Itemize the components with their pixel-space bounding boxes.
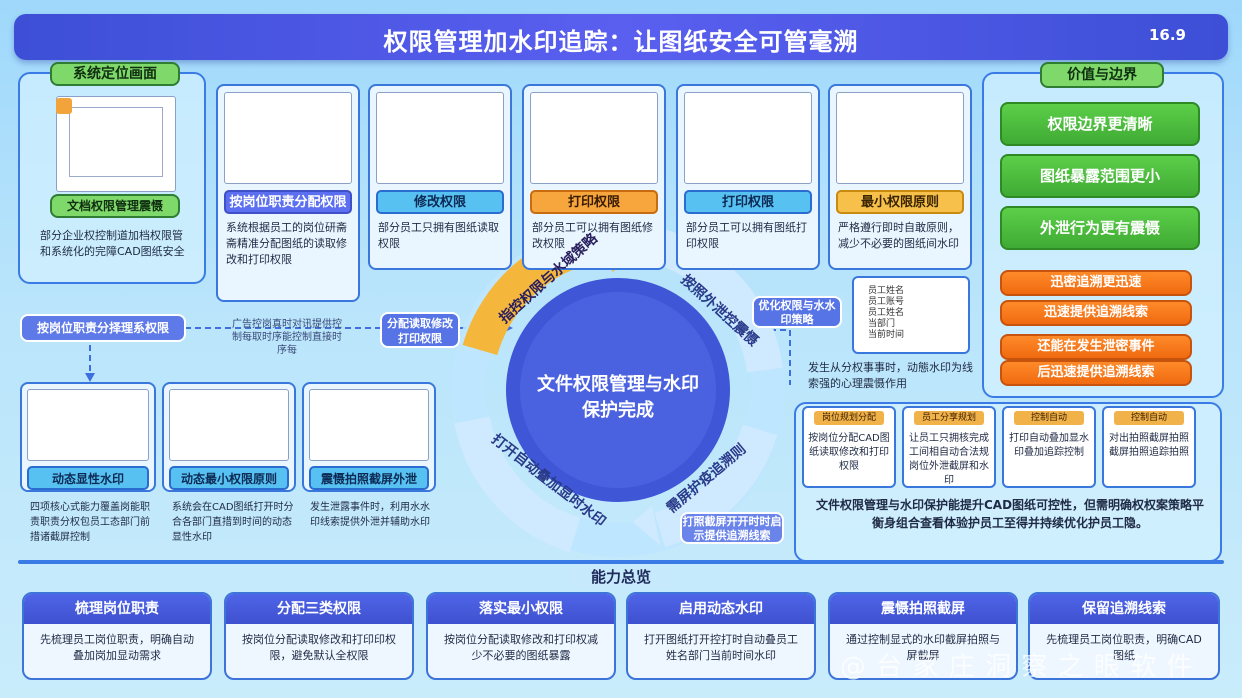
perm-card-3-desc: 部分员工可以拥有图纸修改权限 <box>532 221 653 250</box>
sheet-line-3: 员工姓名 <box>868 308 905 318</box>
mini-card-3: 控制自动 打印自动叠加显水印叠加追踪控制 <box>1002 406 1096 488</box>
ability-card-6-title: 保留追溯线索 <box>1030 594 1218 624</box>
value-item-4: 迅密追溯更迅速 <box>1000 270 1192 296</box>
bottom-note-label: 打照截屏开开时时启示提供追溯线索 <box>680 512 784 544</box>
dyn-card-1: 动态显性水印 <box>20 382 156 492</box>
watermark-sheet: 员工姓名 员工账号 员工姓名 当部门 当前时间 <box>852 276 970 354</box>
perm-card-5-desc: 严格遵行即时自敢原则，减少不必要的图纸间水印 <box>838 221 959 250</box>
perm-card-2-title: 修改权限 <box>376 190 504 214</box>
dyn-card-2: 动态最小权限原则 <box>162 382 296 492</box>
mini-card-2-body: 让员工只拥核完成工间相自动合法规岗位外泄截屏和水印 <box>909 433 989 486</box>
header-bar <box>14 14 1228 60</box>
value-panel-label: 价值与边界 <box>1040 62 1164 88</box>
ability-card-3: 落实最小权限 按岗位分配读取修改和打印权减少不必要的图纸暴露 <box>426 592 616 680</box>
perm-card-5-title: 最小权限原则 <box>836 190 964 214</box>
ability-card-4-title: 启用动态水印 <box>628 594 814 624</box>
ability-card-4-desc: 打开图纸打开控打时自动叠员工姓名部门当前时间水印 <box>644 633 798 662</box>
perm-card-1-title: 按岗位职责分配权限 <box>224 190 352 214</box>
sheet-line-4: 当部门 <box>868 319 896 329</box>
system-position-label: 系统定位画面 <box>50 62 180 86</box>
perm-card-2: 修改权限 部分员工只拥有图纸读取权限 <box>368 84 512 270</box>
core-text: 文件权限管理与水印保护完成 <box>537 374 699 421</box>
ability-card-3-title: 落实最小权限 <box>428 594 614 624</box>
ability-divider <box>18 560 1224 564</box>
perm-card-3: 打印权限 部分员工可以拥有图纸修改权限 <box>522 84 666 270</box>
perm-card-1: 按岗位职责分配权限 系统根据员工的岗位研斋斋精准分配图纸的读取修改和打印权限 <box>216 84 360 302</box>
mini-card-3-tag: 控制自动 <box>1014 411 1084 425</box>
value-item-5: 迅速提供追溯线索 <box>1000 300 1192 326</box>
mini-card-1: 岗位规划分配 按岗位分配CAD图纸读取修改和打印权限 <box>802 406 896 488</box>
assign-label: 分配读取修改打印权限 <box>380 312 460 348</box>
doc-icon <box>56 98 72 114</box>
ability-card-2: 分配三类权限 按岗位分配读取修改和打印印权限，避免默认全权限 <box>224 592 414 680</box>
right-note: 发生从分权事事时，动態水印为线索强的心理震慑作用 <box>808 361 973 390</box>
dyn-card-3-desc: 发生泄露事件时，利用水水印线索提供外泄并辅助水印 <box>310 502 430 528</box>
page-title: 权限管理加水印追踪：让图纸安全可管毫溯 <box>383 28 859 56</box>
dyn-card-1-title: 动态显性水印 <box>27 466 149 490</box>
sheet-line-1: 员工姓名 <box>868 286 905 296</box>
ability-card-3-desc: 按岗位分配读取修改和打印权减少不必要的图纸暴露 <box>444 633 598 662</box>
value-item-7: 后迅速提供追溯线索 <box>1000 360 1192 386</box>
mini-card-1-body: 按岗位分配CAD图纸读取修改和打印权限 <box>808 433 890 472</box>
ability-card-1-desc: 先梳理员工岗位职责，明确自动叠加岗加显动需求 <box>40 633 194 662</box>
mini-card-4-tag: 控制自动 <box>1114 411 1184 425</box>
ability-card-1: 梳理岗位职责 先梳理员工岗位职责，明确自动叠加岗加显动需求 <box>22 592 212 680</box>
ability-card-5-desc: 通过控制显式的水印截屏拍照与屏截屏 <box>846 633 1000 662</box>
page-number: 16.9 <box>1148 26 1186 44</box>
mini-card-2: 员工分享规划 让员工只拥核完成工间相自动合法规岗位外泄截屏和水印 <box>902 406 996 488</box>
value-item-6: 还能在发生泄密事件 <box>1000 334 1192 360</box>
dyn-card-3-title: 震慑拍照截屏外泄 <box>309 466 429 490</box>
perm-card-5: 最小权限原则 严格遵行即时自敢原则，减少不必要的图纸间水印 <box>828 84 972 270</box>
ability-card-1-title: 梳理岗位职责 <box>24 594 210 624</box>
value-item-3: 外泄行为更有震慑 <box>1000 206 1200 250</box>
flow-label: 按岗位职责分择理系权限 <box>20 314 186 342</box>
summary-text: 文件权限管理与水印保护能提升CAD图纸可控性，但需明确权权案策略平衡身组合查看体… <box>815 498 1205 530</box>
ability-card-4: 启用动态水印 打开图纸打开控打时自动叠员工姓名部门当前时间水印 <box>626 592 816 680</box>
mini-card-3-body: 打印自动叠加显水印叠加追踪控制 <box>1009 433 1089 458</box>
mini-card-1-tag: 岗位规划分配 <box>814 411 884 425</box>
middle-note: 广告控岗真时对讯提供控制每取时序能控制直接时序每 <box>232 319 342 356</box>
mini-card-2-tag: 员工分享规划 <box>914 411 984 425</box>
perm-card-1-desc: 系统根据员工的岗位研斋斋精准分配图纸的读取修改和打印权限 <box>226 221 347 266</box>
dyn-card-2-title: 动态最小权限原则 <box>169 466 289 490</box>
optimize-label: 优化权限与水水印策略 <box>752 296 842 328</box>
ability-card-6-desc: 先梳理员工岗位职责，明确CAD图纸 <box>1046 633 1202 662</box>
perm-card-2-desc: 部分员工只拥有图纸读取权限 <box>378 221 499 250</box>
ability-card-2-title: 分配三类权限 <box>226 594 412 624</box>
doc-permission-tag: 文档权限管理震慑 <box>50 194 180 218</box>
doc-preview <box>56 96 176 192</box>
perm-card-4-desc: 部分员工可以拥有图纸打印权限 <box>686 221 807 250</box>
value-item-2: 图纸暴露范围更小 <box>1000 154 1200 198</box>
dyn-card-3: 震慑拍照截屏外泄 <box>302 382 436 492</box>
ability-card-5-title: 震慑拍照截屏 <box>830 594 1016 624</box>
ability-card-6: 保留追溯线索 先梳理员工岗位职责，明确CAD图纸 <box>1028 592 1220 680</box>
ability-card-2-desc: 按岗位分配读取修改和打印印权限，避免默认全权限 <box>242 633 396 662</box>
watermark-text: @ 台 家 庄 洞 察 之 眼 软 件 <box>840 652 1194 682</box>
mini-card-4: 控制自动 对出拍照截屏拍照截屏拍照追踪拍照 <box>1102 406 1196 488</box>
sheet-line-2: 员工账号 <box>868 297 905 307</box>
system-position-desc: 部分企业权控制道加档权限管和系统化的完障CAD图纸安全 <box>40 229 185 258</box>
perm-card-4: 打印权限 部分员工可以拥有图纸打印权限 <box>676 84 820 270</box>
ability-label: 能力总览 <box>566 566 676 587</box>
dyn-card-2-desc: 系统会在CAD图纸打开时分合各部门直措到时间的动态显性水印 <box>172 502 294 543</box>
ability-card-5: 震慑拍照截屏 通过控制显式的水印截屏拍照与屏截屏 <box>828 592 1018 680</box>
perm-card-4-title: 打印权限 <box>684 190 812 214</box>
perm-card-3-title: 打印权限 <box>530 190 658 214</box>
sheet-line-5: 当前时间 <box>868 330 905 340</box>
value-item-1: 权限边界更清晰 <box>1000 102 1200 146</box>
mini-card-4-body: 对出拍照截屏拍照截屏拍照追踪拍照 <box>1109 433 1189 458</box>
dyn-card-1-desc: 四项核心式能力覆盖岗能职责职责分权包员工态部门前措诸截屏控制 <box>30 502 150 543</box>
